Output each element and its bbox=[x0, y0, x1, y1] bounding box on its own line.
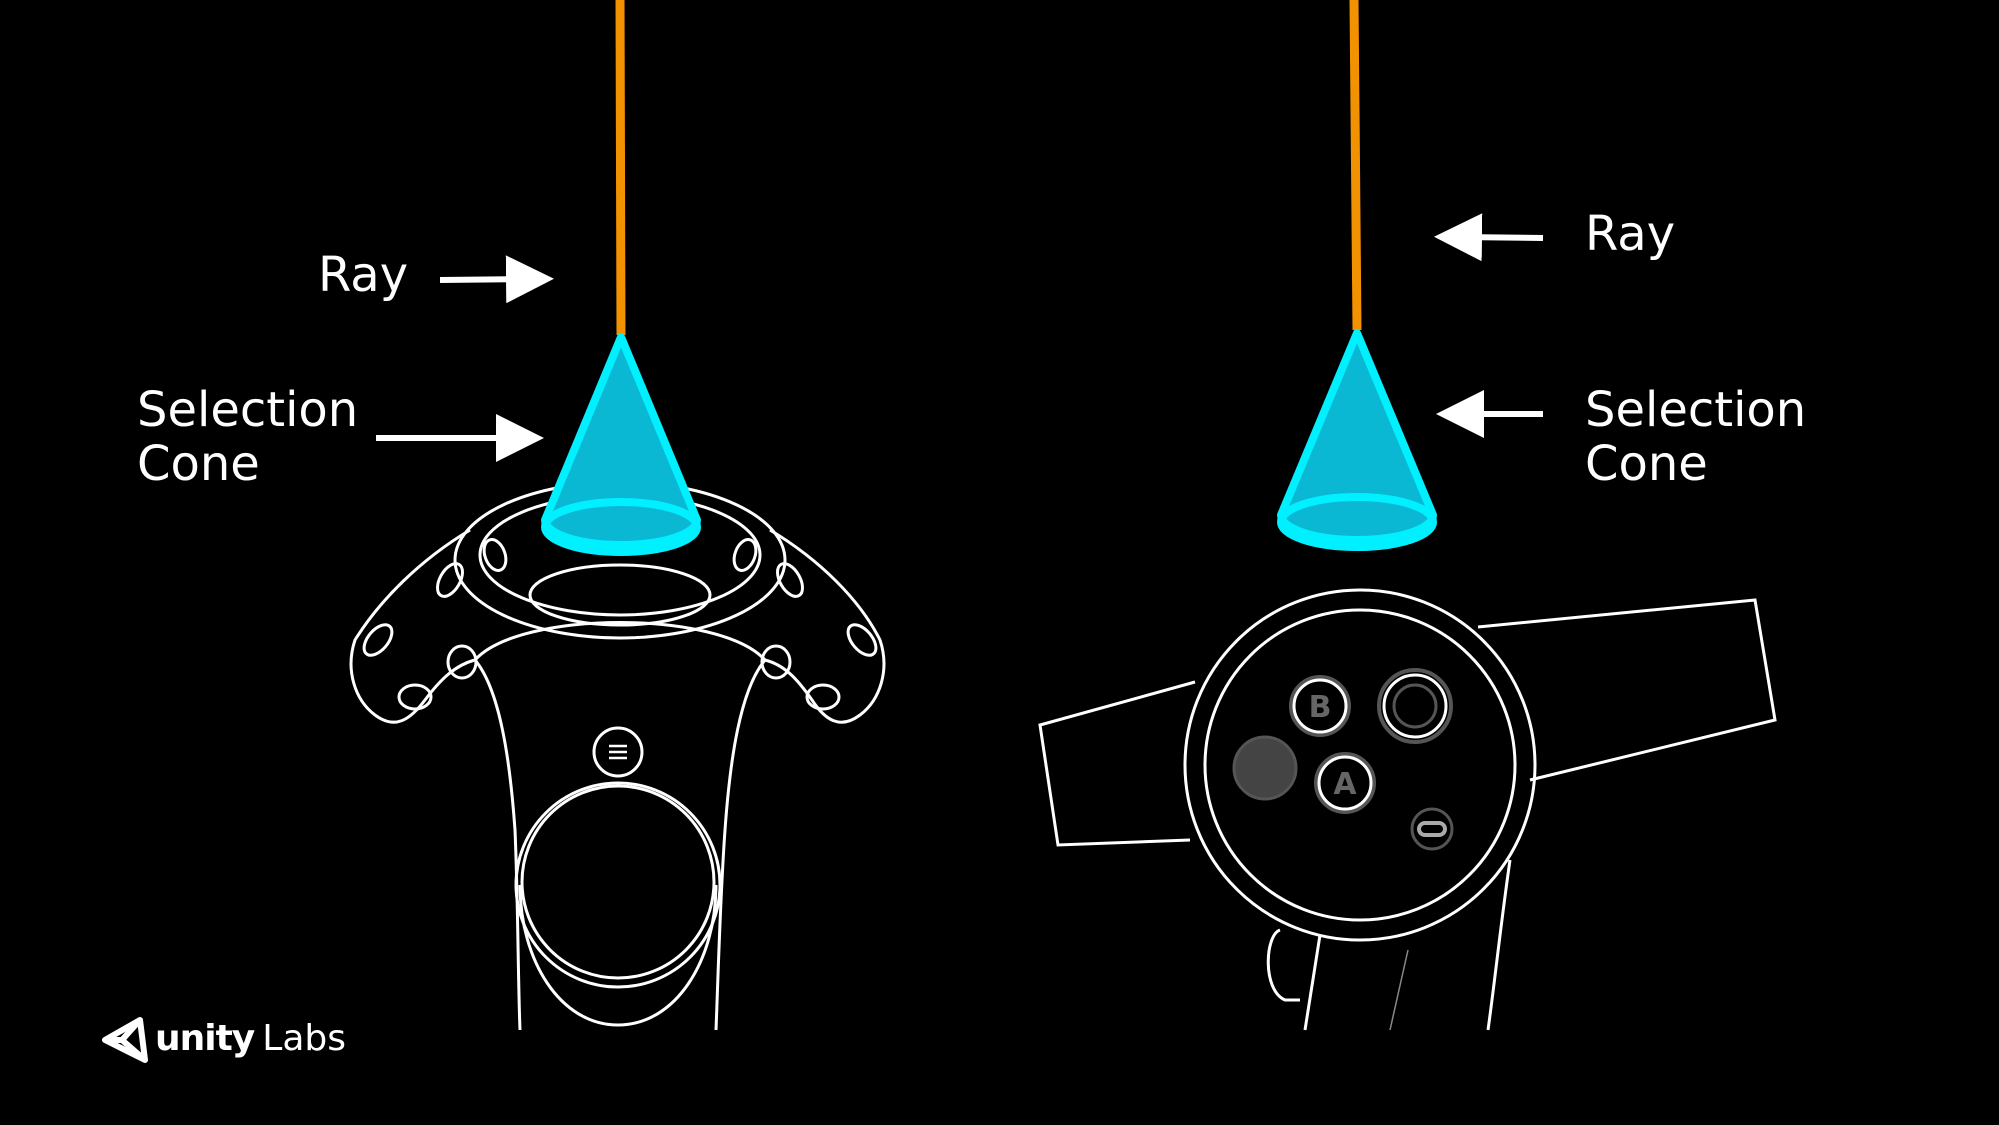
left-ray-label: Ray bbox=[318, 247, 409, 303]
right-ray-label: Ray bbox=[1585, 206, 1676, 262]
label-line: Selection bbox=[1585, 382, 1807, 438]
left-ray bbox=[615, 0, 626, 336]
menu-button bbox=[592, 726, 644, 778]
right-selection-cone bbox=[1277, 329, 1437, 551]
right-selection-cone-label: Selection Cone bbox=[1585, 383, 1806, 491]
left-ray-arrow bbox=[439, 255, 554, 304]
b-button-label: B bbox=[1309, 690, 1332, 725]
vive-controller bbox=[349, 480, 886, 1031]
logo-brand: unity bbox=[155, 1018, 255, 1059]
thumbstick bbox=[1377, 668, 1453, 744]
touch-buttons: B A bbox=[1232, 668, 1454, 851]
grip-button bbox=[1232, 735, 1298, 801]
unity-logo-icon bbox=[102, 1017, 148, 1063]
label-line: Cone bbox=[1585, 436, 1708, 492]
right-ray-arrow bbox=[1434, 213, 1544, 262]
a-button-label: A bbox=[1333, 767, 1357, 802]
label-line: Cone bbox=[137, 436, 260, 492]
trackpad bbox=[520, 784, 716, 980]
oculus-button bbox=[1410, 807, 1454, 851]
logo-suffix: Labs bbox=[262, 1018, 347, 1059]
b-button bbox=[1289, 675, 1351, 737]
oculus-icon bbox=[1417, 821, 1447, 837]
left-selection-cone-label: Selection Cone bbox=[137, 383, 358, 491]
touch-controller bbox=[1038, 588, 1777, 1031]
menu-icon bbox=[609, 744, 627, 760]
unity-labs-logo: unity Labs bbox=[155, 1018, 346, 1059]
right-ray bbox=[1349, 0, 1362, 331]
a-button bbox=[1314, 752, 1376, 814]
label-line: Selection bbox=[137, 382, 359, 438]
left-selection-cone bbox=[541, 333, 701, 556]
